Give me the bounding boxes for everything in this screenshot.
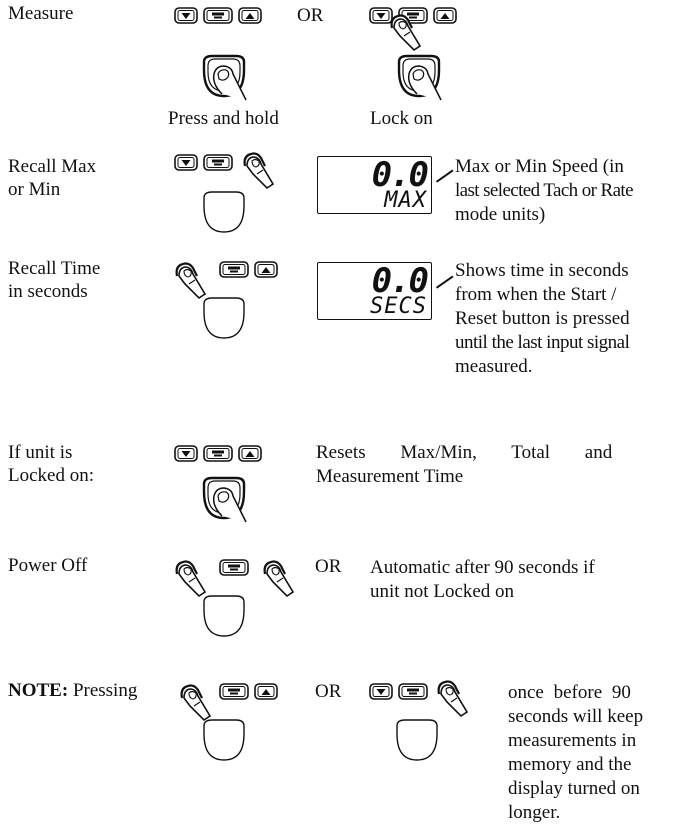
menu-button-icon — [219, 261, 249, 278]
finger-press-icon — [243, 152, 275, 190]
menu-button-icon — [203, 445, 233, 462]
up-arrow-icon — [238, 445, 262, 462]
power-off-description: Automatic after 90 seconds if unit not L… — [370, 557, 595, 602]
down-arrow-icon — [369, 7, 393, 24]
locked-description: Resets Max/Min, Total and Measurement Ti… — [316, 442, 613, 487]
finger-on-big-button-icon — [202, 54, 248, 102]
button-row-1 — [174, 7, 262, 24]
or-text: OR — [315, 681, 342, 702]
lock-on-caption: Lock on — [370, 108, 433, 129]
down-arrow-icon — [369, 683, 393, 700]
lcd-display-secs: 0.0 SECS — [317, 262, 432, 320]
button-row-5 — [219, 559, 249, 576]
big-button-icon — [203, 297, 245, 339]
leader-line — [436, 275, 454, 289]
up-arrow-icon — [254, 683, 278, 700]
up-arrow-icon — [433, 7, 457, 24]
menu-button-icon — [219, 683, 249, 700]
power-off-label: Power Off — [8, 555, 88, 576]
button-row-4 — [174, 445, 262, 462]
finger-press-icon — [263, 560, 295, 598]
or-text: OR — [315, 556, 342, 577]
big-button-icon — [396, 719, 438, 761]
finger-on-big-button-icon — [202, 476, 248, 524]
menu-button-icon — [203, 154, 233, 171]
down-arrow-icon — [174, 154, 198, 171]
big-button-icon — [203, 719, 245, 761]
menu-button-icon — [219, 559, 249, 576]
recall-max-label: Recall Max or Min — [8, 156, 97, 200]
note-description: once before 90 seconds will keep measure… — [508, 682, 644, 823]
locked-label: If unit is Locked on: — [8, 442, 95, 486]
recall-time-description: Shows time in seconds from when the Star… — [455, 260, 630, 377]
lcd-display-max: 0.0 MAX — [317, 156, 432, 214]
button-row-3 — [219, 261, 278, 278]
note-label: NOTE: Pressing — [8, 680, 138, 701]
recall-max-description: Max or Min Speed (in last selected Tach … — [455, 156, 634, 225]
down-arrow-icon — [174, 445, 198, 462]
leader-line — [436, 169, 454, 183]
menu-button-icon — [398, 683, 428, 700]
up-arrow-icon — [238, 7, 262, 24]
finger-press-icon — [390, 14, 422, 52]
recall-time-label: Recall Time in seconds — [8, 258, 101, 302]
measure-label: Measure — [8, 3, 74, 24]
down-arrow-icon — [174, 7, 198, 24]
big-button-icon — [203, 191, 245, 233]
or-text: OR — [297, 5, 324, 26]
big-button-icon — [203, 595, 245, 637]
finger-on-big-button-icon — [397, 54, 443, 102]
button-row-6a — [219, 683, 278, 700]
finger-press-icon — [437, 680, 469, 718]
press-and-hold-caption: Press and hold — [168, 108, 279, 129]
menu-button-icon — [203, 7, 233, 24]
up-arrow-icon — [254, 261, 278, 278]
